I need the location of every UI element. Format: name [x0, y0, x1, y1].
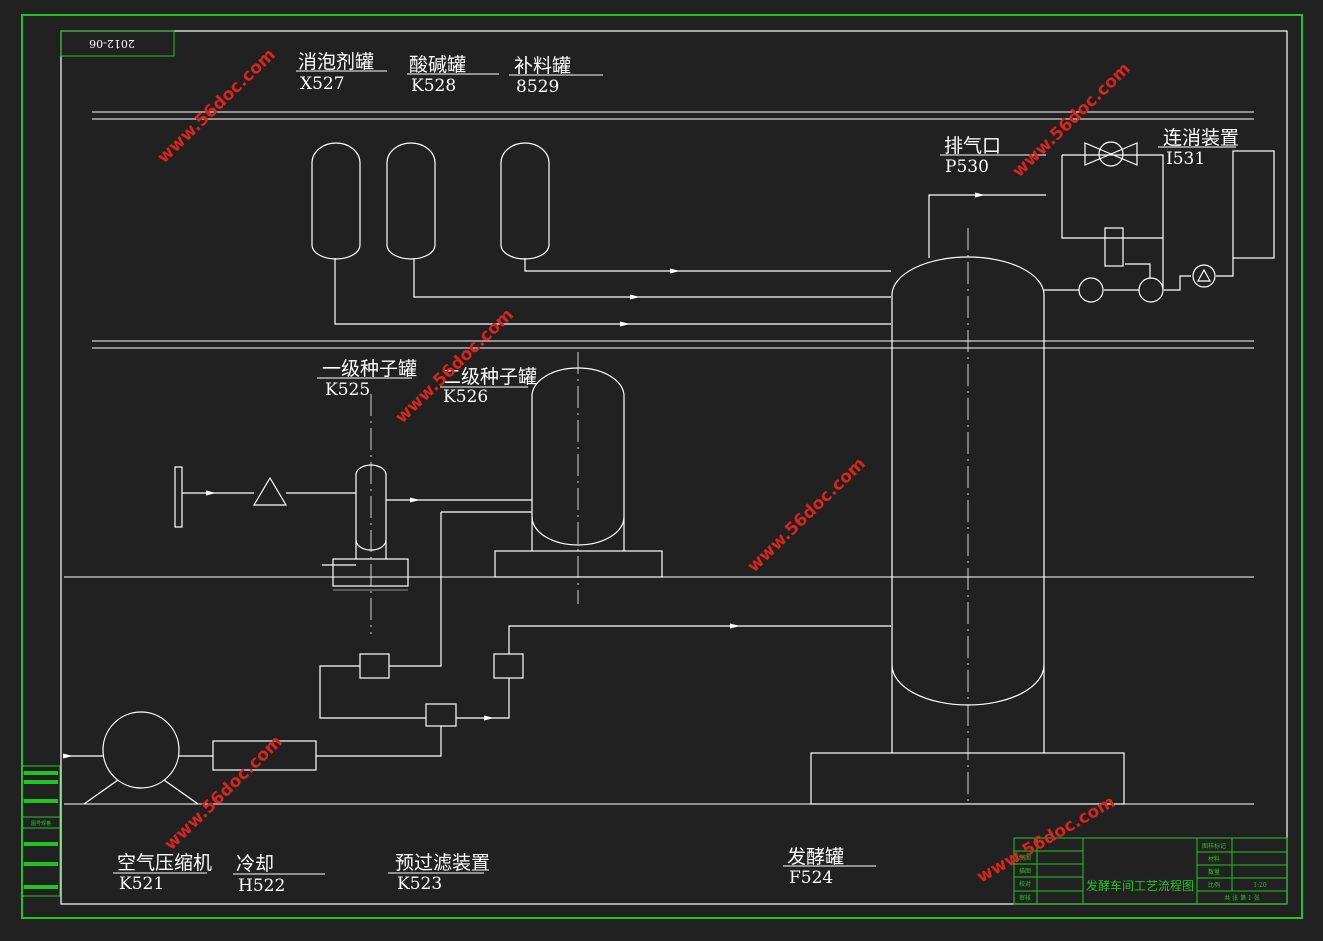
title-block: [1013, 837, 1288, 905]
title-block-scale: 1:20: [1253, 882, 1267, 889]
primary-seed-air-pipe: [319, 511, 532, 719]
acid-base-tank-code: K528: [411, 76, 456, 96]
title-block-right-label-3: 数量: [1208, 868, 1220, 876]
floor-lines: [64, 111, 1254, 805]
title-block-title: 发酵车间工艺流程图: [1086, 878, 1194, 893]
watermark-6: www.56doc.com: [974, 792, 1119, 887]
check-valve: [252, 476, 288, 506]
main-air-pipe: [316, 726, 442, 757]
title-block-left-label-3: 校对: [1019, 880, 1031, 888]
sterilizer-unit: [1232, 150, 1275, 259]
watermark-1: www.56doc.com: [154, 45, 280, 168]
cooler-code: H522: [238, 876, 285, 896]
secondary-seed-tank-name: 二级种子罐: [442, 366, 537, 388]
side-strip: [21, 765, 61, 897]
air-compressor-body: [102, 711, 180, 789]
exhaust-pipe: [928, 194, 1046, 258]
drawing-frame: [21, 14, 1303, 919]
filter-2: [493, 653, 524, 679]
title-block-left-label-2: 描图: [1019, 867, 1031, 875]
feed-tank-vessel: [500, 142, 550, 260]
flow-arrows: [63, 192, 985, 759]
antifoam-tank-code: X527: [300, 74, 345, 94]
primary-seed-tank-code: K525: [325, 380, 370, 400]
drawing-code: 2012-06: [89, 37, 135, 50]
side-strip-label: 图号规格: [31, 820, 51, 827]
prefilter-code: K523: [397, 874, 442, 894]
filter-3: [425, 703, 457, 727]
cooler-body: [212, 740, 317, 771]
feed-tank-code: 8529: [516, 77, 559, 97]
antifoam-tank-vessel: [311, 142, 361, 260]
sterilizer-pump-3: [1192, 264, 1216, 288]
watermark-4: www.56doc.com: [744, 454, 870, 577]
inlet-flange: [174, 466, 183, 528]
exhaust-code: P530: [945, 157, 989, 177]
sterilizer-name: 连消装置: [1163, 127, 1239, 149]
sterilizer-code: I531: [1166, 149, 1205, 169]
title-block-left-label-1: 制图: [1019, 854, 1031, 862]
exhaust-name: 排气口: [944, 135, 1001, 157]
antifoam-tank-name: 消泡剂罐: [298, 51, 374, 73]
sterilizer-control: [1104, 227, 1124, 267]
filter-1: [359, 653, 390, 679]
acid-base-pipe: [413, 258, 891, 298]
acid-base-tank-name: 酸碱罐: [409, 54, 466, 76]
sterilizer-loop-pipe: [1044, 154, 1234, 291]
air-compressor-name: 空气压缩机: [117, 852, 212, 874]
inlet-pipe: [182, 492, 532, 501]
watermark-2: www.56doc.com: [1009, 59, 1135, 182]
antifoam-pipe: [334, 258, 891, 325]
title-block-left-label-4: 审核: [1019, 894, 1031, 902]
prefilter-name: 预过滤装置: [395, 852, 490, 874]
label-underlines: [113, 70, 1236, 875]
fermenter-base: [810, 752, 1125, 805]
secondary-seed-tank-base: [494, 550, 663, 578]
air-compressor-code: K521: [119, 874, 164, 894]
title-block-right-label-2: 材料: [1208, 855, 1220, 863]
acid-base-tank-vessel: [386, 142, 436, 260]
cooler-name: 冷却: [236, 853, 274, 875]
sterilizer-pump-2: [1138, 277, 1164, 303]
feed-tank-pipe: [524, 258, 891, 272]
secondary-air-pipe: [456, 625, 891, 719]
fermenter-name: 发酵罐: [787, 846, 844, 868]
sterilizer-valve: [1084, 142, 1138, 166]
primary-seed-tank-name: 一级种子罐: [322, 358, 417, 380]
center-lines: [370, 228, 969, 804]
title-block-right-label-4: 比例: [1208, 881, 1220, 889]
title-block-sheet: 共 张 第 1 张: [1224, 894, 1259, 902]
sterilizer-pump-1: [1078, 277, 1104, 303]
primary-seed-tank-base: [332, 558, 409, 587]
title-block-right-label-1: 图样标记: [1202, 842, 1226, 850]
fermenter-code: F524: [789, 868, 833, 888]
feed-tank-name: 补料罐: [514, 55, 571, 77]
air-compressor-stand: [83, 779, 199, 805]
secondary-seed-tank-code: K526: [443, 387, 488, 407]
